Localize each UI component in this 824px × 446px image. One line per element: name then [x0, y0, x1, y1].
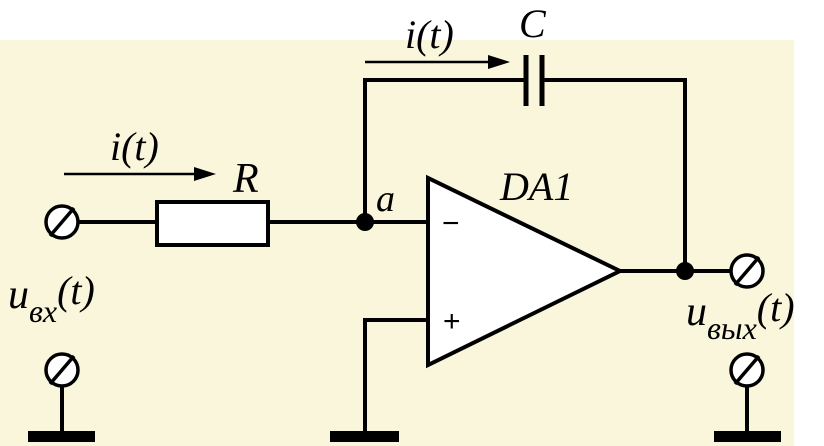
opamp-minus-sign: − — [442, 207, 460, 240]
output-junction-dot — [676, 262, 694, 280]
output-voltage-label: uвых(t) — [686, 285, 795, 346]
current-arrow-input — [64, 167, 216, 181]
capacitor-symbol — [523, 55, 545, 106]
current-arrows — [64, 55, 510, 181]
input-terminal — [44, 204, 80, 240]
input-voltage-subscript: вх — [29, 293, 57, 329]
opamp-triangle — [426, 174, 625, 369]
current-label-feedback: i(t) — [405, 12, 454, 57]
output-voltage-argument: (t) — [757, 285, 795, 330]
resistor-symbol — [155, 200, 270, 247]
output-terminal — [729, 253, 765, 289]
current-arrow-feedback — [365, 55, 510, 69]
wires — [60, 78, 749, 434]
opamp-label: DA1 — [499, 164, 573, 209]
current-label-input: i(t) — [110, 124, 159, 169]
diagram-background — [0, 40, 794, 446]
output-voltage-symbol: u — [686, 289, 707, 335]
node-a-label: a — [376, 178, 395, 220]
input-ground-terminal — [44, 352, 80, 388]
output-voltage-subscript: вых — [707, 310, 757, 346]
junction-dots — [356, 213, 694, 280]
input-voltage-label: uвх(t) — [8, 268, 95, 329]
ground-bar-output — [714, 431, 781, 442]
input-voltage-symbol: u — [8, 272, 29, 318]
opamp-plus-sign: + — [443, 305, 461, 338]
ground-bar-opamp — [330, 431, 399, 442]
node-a-dot — [356, 213, 374, 231]
ground-bar-input — [28, 431, 95, 442]
capacitor-label: C — [519, 1, 547, 46]
ground-bars — [28, 431, 781, 442]
output-ground-terminal — [729, 352, 765, 388]
input-voltage-argument: (t) — [57, 268, 95, 313]
terminals — [44, 204, 765, 388]
resistor-label: R — [232, 156, 259, 202]
